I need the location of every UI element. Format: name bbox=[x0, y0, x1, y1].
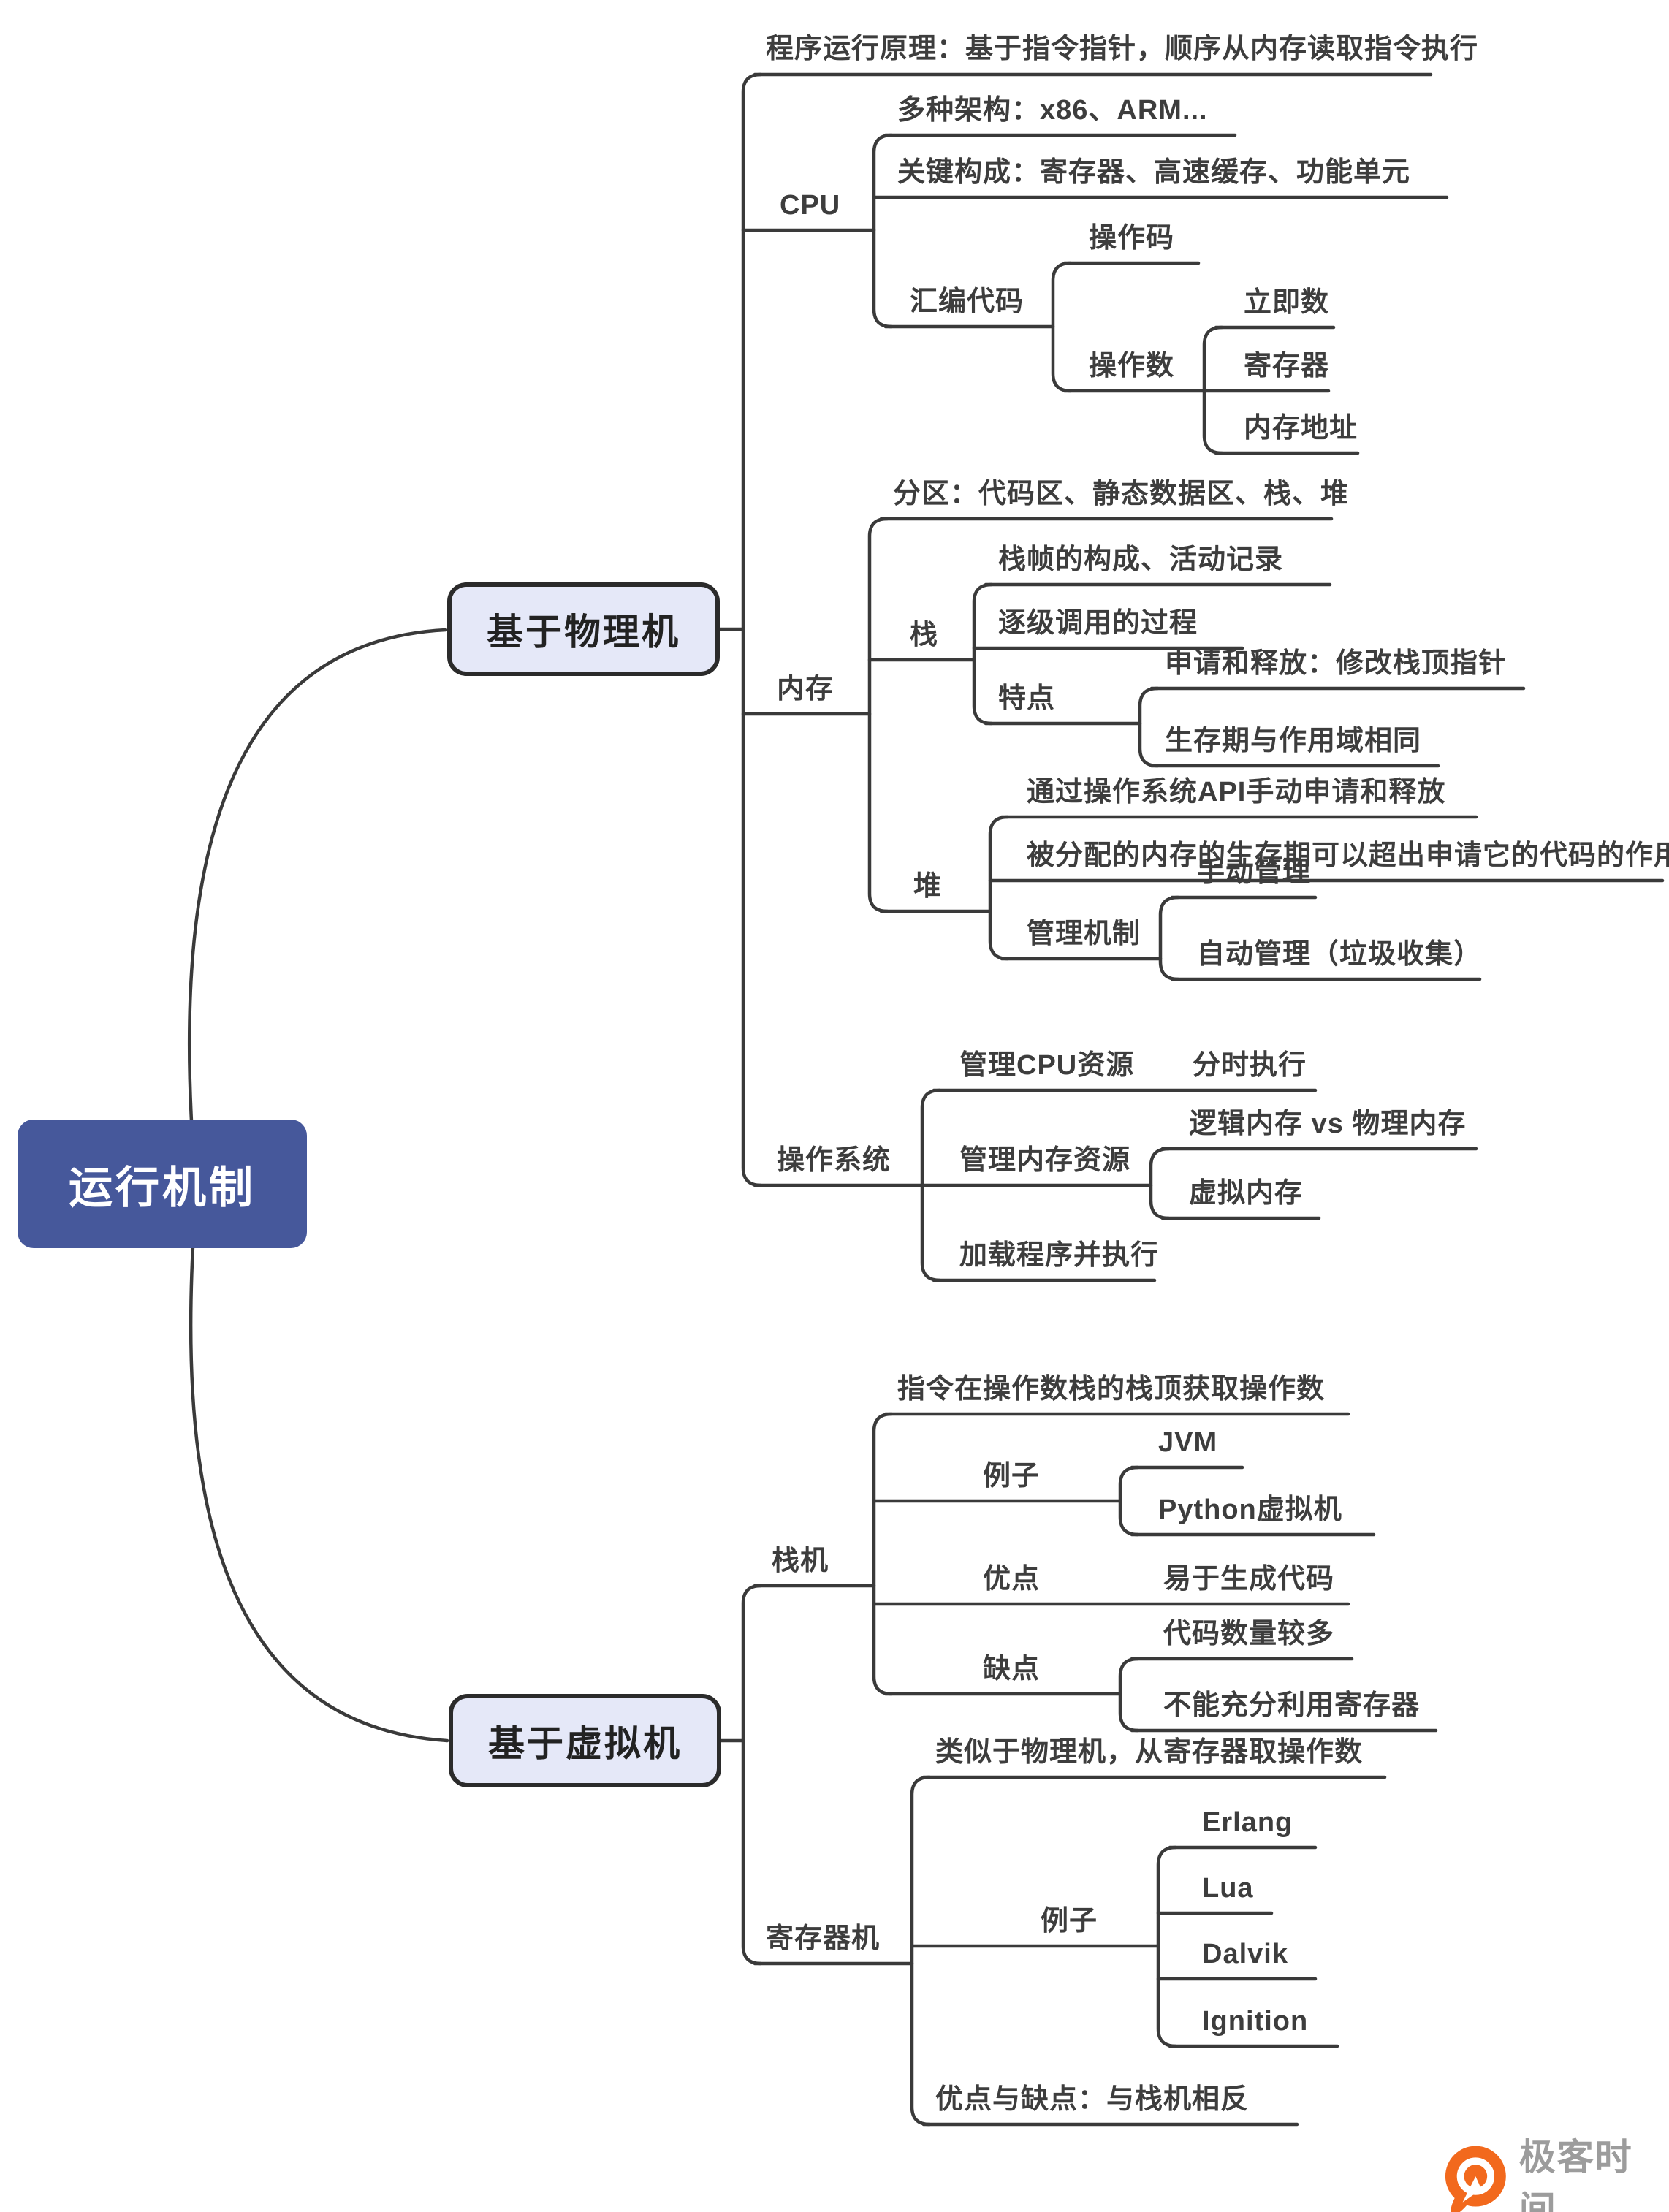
node-stack-frame: 栈帧的构成、活动记录 bbox=[998, 544, 1284, 575]
node-ignition: Ignition bbox=[1202, 2006, 1309, 2037]
node-cpu: CPU bbox=[780, 190, 841, 221]
node-jvm: JVM bbox=[1158, 1427, 1218, 1458]
brand-name: 极客时间 bbox=[1518, 2137, 1633, 2212]
node-instr-stacktop: 指令在操作数栈的栈顶获取操作数 bbox=[897, 1374, 1326, 1405]
node-manual-mgmt: 手动管理 bbox=[1197, 857, 1312, 888]
spine-memory-children bbox=[867, 517, 889, 913]
edge-root-to-virtual bbox=[189, 1244, 449, 1743]
node-multi-arch: 多种架构：x86、ARM... bbox=[897, 95, 1208, 126]
spine-examples2-children bbox=[1156, 1845, 1178, 2048]
node-allocated-mem: 被分配的内存的生存期可以超出申请它的代码的作用域 bbox=[1027, 840, 1669, 871]
node-logical-vs-physical: 逻辑内存 vs 物理内存 bbox=[1189, 1109, 1467, 1139]
node-asm-code: 汇编代码 bbox=[910, 286, 1024, 317]
node-register-machine: 寄存器机 bbox=[766, 1923, 881, 1954]
node-memory: 内存 bbox=[777, 674, 834, 704]
node-mgmt-cpu: 管理CPU资源 bbox=[959, 1050, 1135, 1081]
node-partition: 分区：代码区、静态数据区、栈、堆 bbox=[893, 479, 1350, 509]
spine-cpu-children bbox=[872, 133, 894, 329]
spine-virtual-children bbox=[741, 1584, 763, 1966]
node-load-exec: 加载程序并执行 bbox=[959, 1240, 1160, 1271]
node-prog-principle: 程序运行原理：基于指令指针，顺序从内存读取指令执行 bbox=[766, 34, 1479, 64]
node-no-full-registers: 不能充分利用寄存器 bbox=[1163, 1690, 1421, 1721]
node-lifetime-scope: 生存期与作用域相同 bbox=[1165, 726, 1422, 756]
spine-stack-children bbox=[972, 582, 994, 726]
spine-defects-children bbox=[1118, 1657, 1140, 1733]
node-mem-address: 内存地址 bbox=[1244, 413, 1358, 444]
spine-examples1-children bbox=[1118, 1465, 1140, 1537]
node-time-sharing: 分时执行 bbox=[1193, 1050, 1307, 1081]
spine-features-children bbox=[1138, 686, 1160, 768]
brand-logo: 极客时间 bbox=[1441, 2128, 1669, 2212]
node-similar-physical: 类似于物理机，从寄存器取操作数 bbox=[935, 1737, 1364, 1768]
spine-stackmachine-children bbox=[872, 1412, 894, 1696]
node-operand: 操作数 bbox=[1089, 351, 1175, 381]
node-immediate: 立即数 bbox=[1244, 287, 1330, 318]
node-virtual-mem: 虚拟内存 bbox=[1189, 1178, 1304, 1209]
node-erlang: Erlang bbox=[1202, 1807, 1293, 1838]
node-apply-release: 申请和释放：修改栈顶指针 bbox=[1165, 648, 1508, 679]
node-heap: 堆 bbox=[913, 871, 943, 902]
node-auto-mgmt: 自动管理（垃圾收集） bbox=[1197, 939, 1483, 970]
spine-mgmtmem-children bbox=[1149, 1147, 1171, 1220]
node-call-chain: 逐级调用的过程 bbox=[998, 608, 1198, 639]
node-features: 特点 bbox=[998, 683, 1056, 714]
node-virtual-machine: 基于虚拟机 bbox=[449, 1694, 721, 1787]
node-physical-machine: 基于物理机 bbox=[447, 582, 720, 676]
node-dalvik: Dalvik bbox=[1202, 1939, 1288, 1969]
node-key-components: 关键构成：寄存器、高速缓存、功能单元 bbox=[897, 157, 1411, 188]
node-opcode: 操作码 bbox=[1089, 223, 1175, 254]
node-mgmt-mem: 管理内存资源 bbox=[959, 1145, 1131, 1176]
edge-root-to-physical bbox=[187, 628, 448, 1123]
node-easy-codegen: 易于生成代码 bbox=[1163, 1564, 1335, 1595]
node-merits: 优点 bbox=[983, 1564, 1041, 1595]
node-root: 运行机制 bbox=[18, 1120, 307, 1248]
node-stack: 栈 bbox=[910, 620, 939, 650]
node-pros-cons: 优点与缺点：与栈机相反 bbox=[935, 2084, 1250, 2115]
spine-heap-children bbox=[988, 815, 1010, 961]
spine-regmachine-children bbox=[910, 1775, 932, 2127]
node-register: 寄存器 bbox=[1244, 351, 1330, 381]
node-os: 操作系统 bbox=[777, 1145, 891, 1176]
node-more-code: 代码数量较多 bbox=[1163, 1619, 1335, 1649]
node-via-api: 通过操作系统API手动申请和释放 bbox=[1027, 777, 1446, 807]
node-examples1: 例子 bbox=[983, 1461, 1041, 1491]
spine-asm-children bbox=[1051, 261, 1073, 393]
node-stack-machine: 栈机 bbox=[772, 1546, 829, 1576]
spine-physical-children bbox=[741, 72, 763, 1187]
spine-mgmt-children bbox=[1158, 895, 1180, 981]
node-defects: 缺点 bbox=[983, 1654, 1041, 1684]
geektime-icon bbox=[1445, 2146, 1506, 2212]
node-python-vm: Python虚拟机 bbox=[1158, 1494, 1342, 1525]
node-mgmt-mechanism: 管理机制 bbox=[1027, 919, 1141, 949]
node-examples2: 例子 bbox=[1041, 1906, 1098, 1937]
node-lua: Lua bbox=[1202, 1873, 1254, 1904]
